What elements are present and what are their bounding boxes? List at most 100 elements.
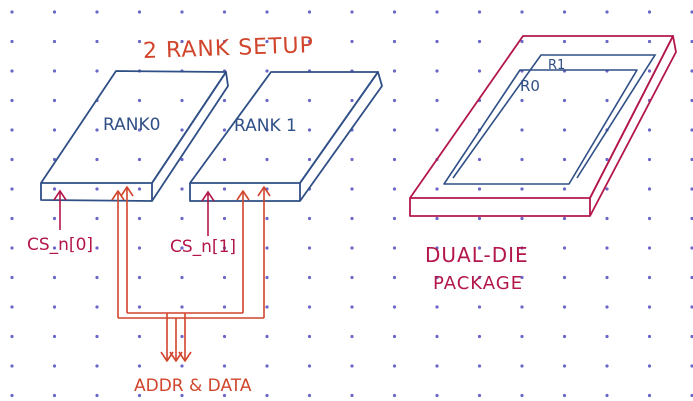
grid-dot [435,364,439,368]
grid-dot [180,393,184,398]
grid-dot [520,157,524,162]
rank1-module [189,71,383,202]
grid-dot [10,216,14,221]
package-body [409,35,677,217]
grid-dot [180,246,184,250]
grid-dot [350,246,354,250]
grid-dot [95,157,99,162]
grid-dot [520,187,524,191]
grid-dot [690,393,693,398]
grid-dot [180,128,184,132]
grid-dot [477,393,482,398]
grid-dot [265,275,269,280]
grid-dot [392,128,397,132]
grid-dot [307,334,312,339]
grid-dot [562,98,567,103]
grid-dot [265,246,269,250]
grid-dot [10,393,14,398]
grid-dot [52,39,57,44]
grid-dot [180,187,184,191]
grid-dot [690,334,693,339]
grid-dot [180,10,184,14]
grid-dot [222,305,227,309]
grid-dot [95,334,99,339]
rank0-label: RANK0 [103,115,160,135]
grid-dot [350,216,354,221]
grid-dot [435,39,439,44]
grid-dot [10,39,14,44]
rank0-module [40,70,229,202]
grid-dot [605,157,609,162]
grid-dot [52,334,57,339]
grid-dot [180,157,184,162]
grid-dot [52,187,57,191]
grid-dot [647,305,652,309]
grid-dot [52,10,57,14]
grid-dot [350,157,354,162]
grid-dot [307,364,312,368]
grid-dot [520,305,524,309]
grid-dot [137,128,142,132]
grid-dot [95,275,99,280]
grid-dot [477,246,482,250]
grid-dot [647,275,652,280]
grid-dot [605,246,609,250]
grid-dot [392,69,397,73]
cs0-arrow [53,189,67,230]
grid-dot [690,69,693,73]
die-r0 [443,69,638,185]
grid-dot [52,246,57,250]
grid-dot [307,98,312,103]
grid-dot [690,246,693,250]
cs0-label: CS_n[0] [27,235,93,255]
grid-dot [392,98,397,103]
grid-dot [605,216,609,221]
grid-dot [307,128,312,132]
grid-dot [435,393,439,398]
grid-dot [350,98,354,103]
grid-dot [435,187,439,191]
grid-dot [520,393,524,398]
grid-dot [520,334,524,339]
grid-dot [477,187,482,191]
grid-dot [562,275,567,280]
grid-dot [520,10,524,14]
grid-dot [137,216,142,221]
grid-dot [392,157,397,162]
grid-dot [52,275,57,280]
grid-dot [180,364,184,368]
grid-dot [180,39,184,44]
grid-dot [477,334,482,339]
grid-dot [10,364,14,368]
grid-dot [265,157,269,162]
grid-dot [137,393,142,398]
grid-dot [52,98,57,103]
grid-dot [307,10,312,14]
grid-dot [562,305,567,309]
grid-dot [222,10,227,14]
grid-dot [222,128,227,132]
grid-dot [605,393,609,398]
grid-dot [392,10,397,14]
grid-dot [222,334,227,339]
grid-dot [137,187,142,191]
grid-dot [520,364,524,368]
grid-dot [265,393,269,398]
grid-dot [562,39,567,44]
rank1-label: RANK 1 [234,116,297,136]
grid-dot [477,157,482,162]
grid-dot [307,246,312,250]
grid-dot [435,69,439,73]
grid-dot [52,69,57,73]
grid-dot [95,39,99,44]
grid-dot [392,275,397,280]
grid-dot [137,157,142,162]
grid-dot [605,305,609,309]
grid-dot [605,39,609,44]
grid-dot [265,39,269,44]
grid-dot [690,364,693,368]
grid-dot [307,275,312,280]
grid-dot [647,364,652,368]
grid-dot [690,98,693,103]
grid-dot [265,334,269,339]
